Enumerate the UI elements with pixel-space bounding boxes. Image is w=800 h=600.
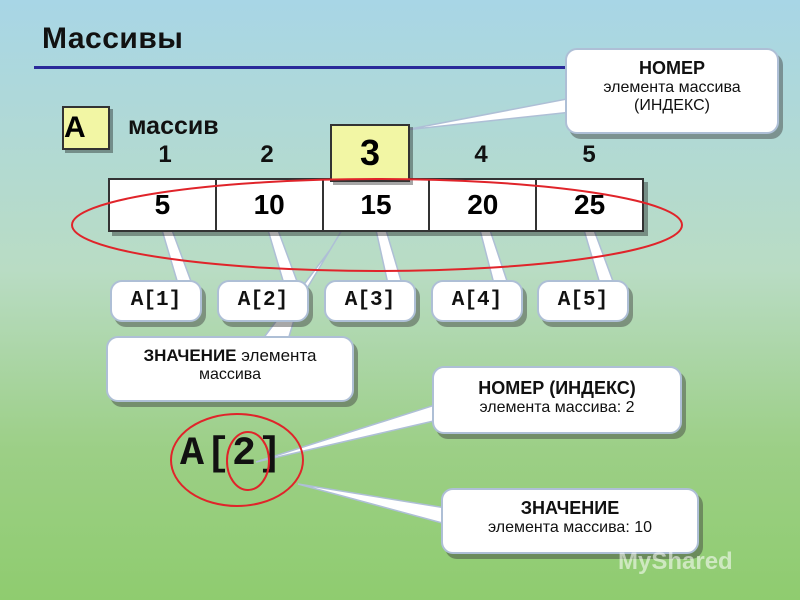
callout-value-example-line2: элемента массива: 10 <box>487 519 652 536</box>
page-title: Массивы <box>42 22 184 55</box>
ref-pointer-4 <box>479 229 510 285</box>
callout-value-example-title: ЗНАЧЕНИЕ <box>520 498 620 518</box>
array-name-box: A <box>62 106 110 150</box>
array-cell-5: 25 <box>574 189 606 220</box>
array-cell-4: 20 <box>430 180 538 230</box>
index-label-5: 5 <box>582 141 596 168</box>
ref-label-1: A[1] <box>110 280 202 322</box>
ref-pointer-2 <box>266 229 300 285</box>
ref-label-2: A[2] <box>217 280 309 322</box>
example-pointer-value <box>297 483 447 525</box>
title-underline <box>34 66 754 69</box>
ref-pointer-3 <box>375 229 404 285</box>
callout-value: ЗНАЧЕНИЕ элемента массива <box>106 336 354 402</box>
array-cell-1: 5 <box>110 180 217 230</box>
callout-index-line2: элемента массива <box>603 79 741 96</box>
callout-index-example-line2: элемента массива: 2 <box>479 399 635 416</box>
ref-pointer-5 <box>582 229 616 285</box>
callout-value-line2: массива <box>198 366 262 383</box>
example-prefix: A[ <box>180 432 233 477</box>
watermark-logo: MyShared <box>618 548 733 575</box>
index-label-1: 1 <box>158 141 172 168</box>
callout-index-line3: (ИНДЕКС) <box>634 97 710 114</box>
callout-index-title: НОМЕР <box>638 58 705 78</box>
highlight-index-box: 3 <box>330 124 410 182</box>
array-cell-2: 10 <box>217 180 324 230</box>
callout-value-title: ЗНАЧЕНИЕ <box>143 346 237 365</box>
ref-label-3: A[3] <box>324 280 416 322</box>
ref-label-5: A[5] <box>537 280 629 322</box>
example-reference: A[2] <box>180 432 284 477</box>
callout-index-example-title: НОМЕР (ИНДЕКС) <box>478 378 636 398</box>
index-label-2: 2 <box>260 141 274 168</box>
ref-label-4: A[4] <box>431 280 523 322</box>
example-index: 2 <box>232 432 259 477</box>
callout-pointer-index <box>404 97 573 131</box>
example-suffix: ] <box>258 432 285 477</box>
callout-value-rest: элемента <box>236 346 317 365</box>
callout-index-example: НОМЕР (ИНДЕКС) элемента массива: 2 <box>432 366 682 434</box>
callout-index: НОМЕР элемента массива (ИНДЕКС) <box>565 48 779 134</box>
array-cell-3: 15 <box>324 180 431 230</box>
array-cells: 5 10 15 20 25 <box>108 178 644 232</box>
ref-pointer-1 <box>160 229 194 285</box>
array-word-label: массив <box>128 112 219 140</box>
index-label-4: 4 <box>474 141 488 168</box>
callout-value-example: ЗНАЧЕНИЕ элемента массива: 10 <box>441 488 699 554</box>
